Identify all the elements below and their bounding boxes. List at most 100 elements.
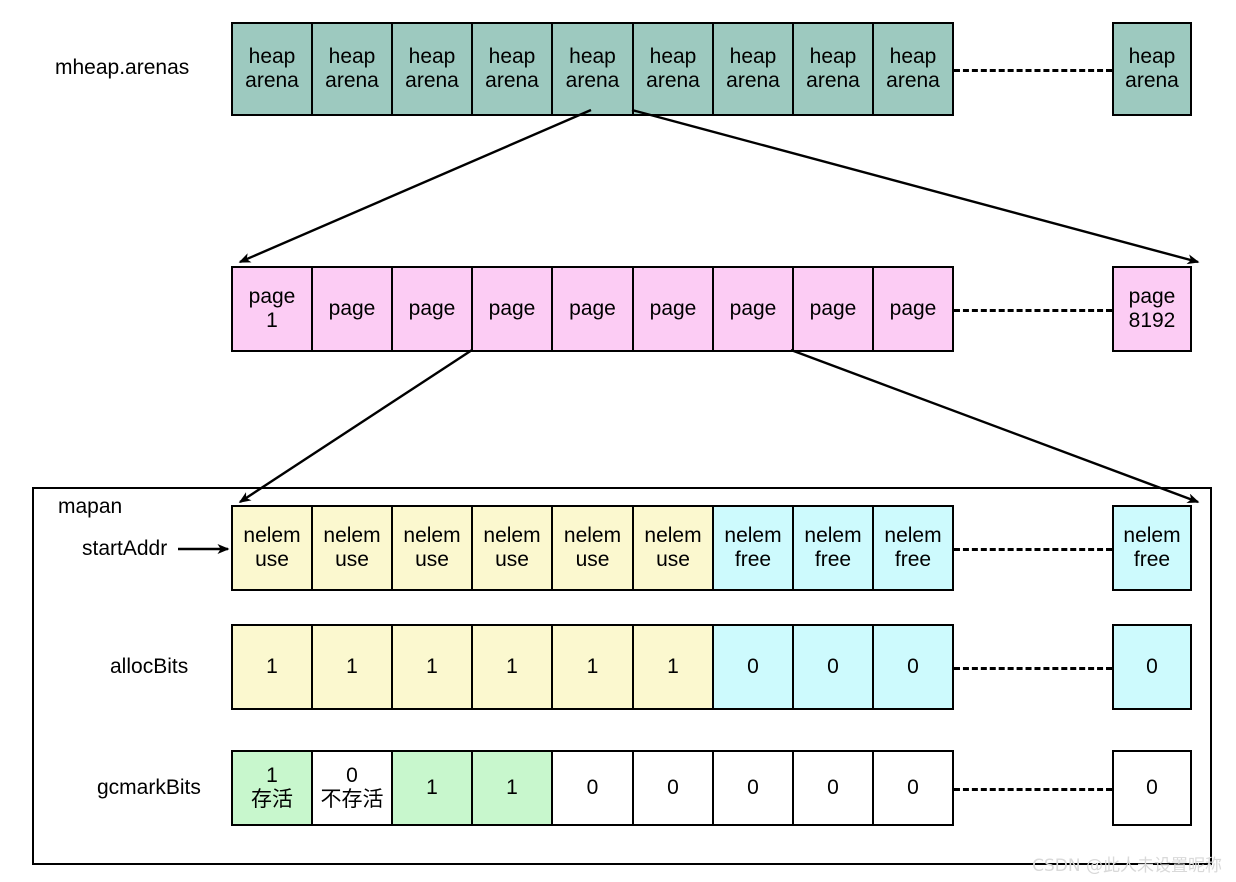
heap-arena-line1: heap [889, 45, 937, 68]
alloc-bit-cell-4: 1 [471, 624, 553, 710]
gcmark-bit-line1: 0 [1146, 776, 1158, 799]
nelem-line1: nelem [403, 524, 461, 547]
heap-arena-line1: heap [408, 45, 456, 68]
page-line1: page [889, 297, 937, 320]
gcmark-bit-line1: 0 [827, 776, 839, 799]
alloc-bit-line1: 1 [266, 655, 278, 678]
alloc-bit-cell-6: 1 [632, 624, 714, 710]
heap-arena-line1: heap [809, 45, 857, 68]
page-cell-7: page [712, 266, 794, 352]
nelem-line1: nelem [804, 524, 862, 547]
nelem-line2: free [1133, 548, 1171, 571]
heap-arena-line2: arena [405, 69, 459, 92]
gcmark-bit-cell-6: 0 [632, 750, 714, 826]
page-cell-8: page [792, 266, 874, 352]
gcmark-bit-line1: 0 [747, 776, 759, 799]
alloc-bit-line1: 0 [907, 655, 919, 678]
heap-arena-line1: heap [649, 45, 697, 68]
nelem-line2: free [894, 548, 932, 571]
alloc-bit-line1: 1 [586, 655, 599, 678]
gcmark-bit-cell-7: 0 [712, 750, 794, 826]
alloc-bit-cell-1: 1 [231, 624, 313, 710]
alloc-bit-line1: 0 [827, 655, 839, 678]
nelem-line2: use [335, 548, 369, 571]
alloc-bit-cell-5: 1 [551, 624, 634, 710]
gcmark-bit-cell-8: 0 [792, 750, 874, 826]
gcmark-bit-line1: 0 [346, 764, 358, 787]
heap-arena-ellipsis-connector [954, 69, 1112, 72]
gcmark-bit-line1: 0 [667, 776, 679, 799]
nelem-line2: use [415, 548, 449, 571]
alloc-bit-cell-7: 0 [712, 624, 794, 710]
heap-arena-line2: arena [726, 69, 780, 92]
alloc-bit-cell-2: 1 [311, 624, 393, 710]
heap-arena-line2: arena [485, 69, 539, 92]
heap-arena-line2: arena [1125, 69, 1179, 92]
arrow-arena-to-page-right [631, 108, 1200, 265]
page-line1: page [809, 297, 857, 320]
nelem-line1: nelem [483, 524, 541, 547]
nelem-line1: nelem [323, 524, 381, 547]
nelem-line2: use [255, 548, 289, 571]
heap-arena-line2: arena [245, 69, 299, 92]
alloc-bit-tail-cell: 0 [1112, 624, 1192, 710]
nelem-line1: nelem [644, 524, 702, 547]
nelem-line1: nelem [563, 524, 622, 547]
page-cell-3: page [391, 266, 473, 352]
gcmark-bit-line1: 0 [586, 776, 599, 799]
nelem-line1: nelem [724, 524, 782, 547]
page-line1: page [328, 297, 376, 320]
mapan-container [32, 487, 1212, 865]
gcmark-bit-cell-9: 0 [872, 750, 954, 826]
heap-arena-line1: heap [248, 45, 296, 68]
heap-arena-line2: arena [646, 69, 700, 92]
nelem-ellipsis-connector [954, 548, 1112, 551]
page-cell-4: page [471, 266, 553, 352]
page-line1: page [488, 297, 536, 320]
nelem-line2: use [495, 548, 529, 571]
nelem-line2: use [656, 548, 690, 571]
page-cell-6: page [632, 266, 714, 352]
row-label-gcmark-bits: gcmarkBits [97, 776, 201, 799]
gcmark-bit-line1: 1 [506, 776, 518, 799]
heap-arena-line2: arena [806, 69, 860, 92]
watermark-text: CSDN @此人未设置昵称 [1032, 856, 1222, 876]
alloc-bit-cell-8: 0 [792, 624, 874, 710]
heap-arena-line2: arena [325, 69, 379, 92]
gcmark-bit-cell-5: 0 [551, 750, 634, 826]
page-line2: 1 [266, 309, 278, 332]
nelem-line2: free [814, 548, 852, 571]
alloc-bit-line1: 0 [747, 655, 759, 678]
heap-arena-line1: heap [488, 45, 536, 68]
page-line1: page [248, 285, 296, 308]
heap-arena-line1: heap [569, 45, 616, 68]
page-cell-2: page [311, 266, 393, 352]
heap-arena-line1: heap [1128, 45, 1176, 68]
page-line2: 8192 [1128, 309, 1176, 332]
heap-arena-line2: arena [565, 69, 620, 92]
alloc-bit-cell-3: 1 [391, 624, 473, 710]
page-line1: page [1128, 285, 1176, 308]
page-line1: page [569, 297, 616, 320]
arrow-page-to-nelem-left [238, 348, 473, 504]
gcmark-bit-line1: 0 [907, 776, 919, 799]
gcmark-bit-line2: 不存活 [320, 788, 384, 811]
